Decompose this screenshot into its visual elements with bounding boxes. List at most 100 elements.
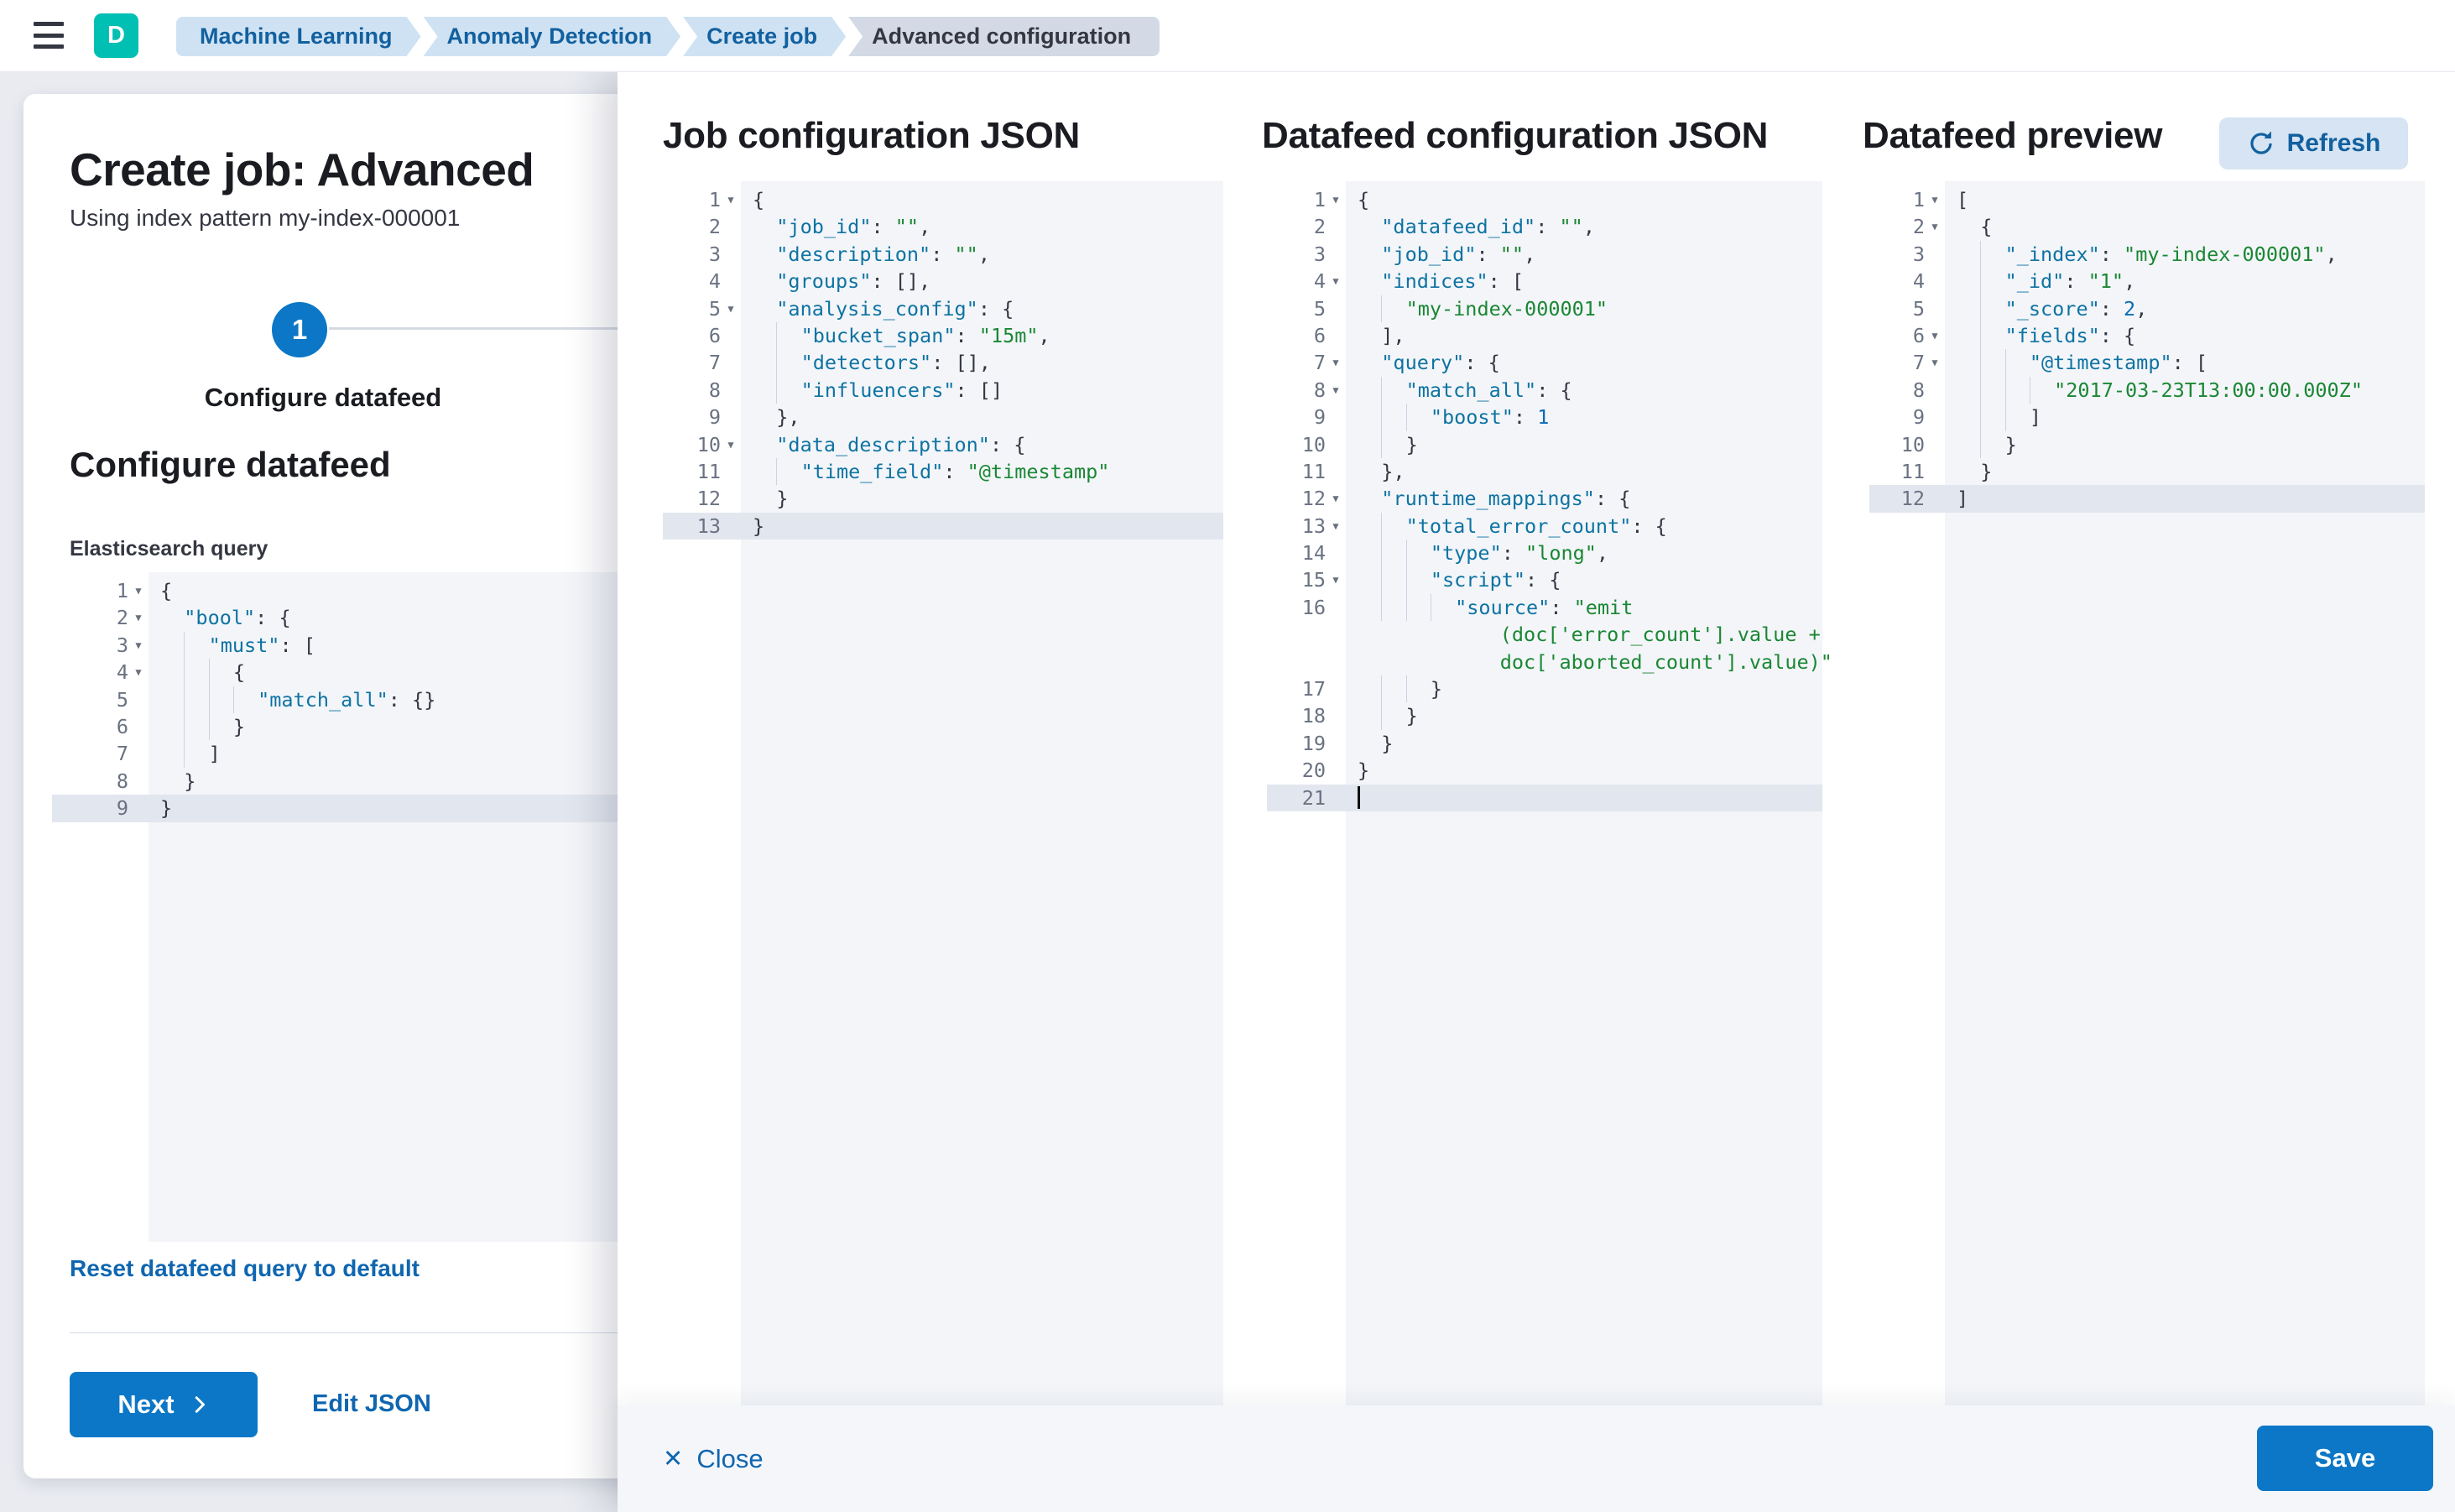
editor-content-background: [1945, 181, 2425, 1405]
fold-arrow-icon[interactable]: ▼: [1332, 519, 1339, 532]
code-line[interactable]: 15▼"script": {: [1267, 566, 1822, 594]
code-line[interactable]: 2▼{: [1869, 213, 2425, 240]
code-line[interactable]: (doc['error_count'].value +: [1499, 623, 1821, 647]
code-line[interactable]: 8"2017-03-23T13:00:00.000Z": [1869, 376, 2425, 404]
code-line[interactable]: 21: [1267, 784, 1822, 811]
code-line[interactable]: 11}: [1869, 458, 2425, 485]
fold-arrow-icon[interactable]: ▼: [135, 639, 142, 651]
fold-arrow-icon[interactable]: ▼: [1332, 357, 1339, 369]
code-line[interactable]: 11"time_field": "@timestamp": [663, 457, 1223, 486]
code-line[interactable]: 9"boost": 1: [1267, 404, 1822, 431]
code-line[interactable]: 8}: [52, 768, 1042, 795]
menu-icon[interactable]: [34, 22, 64, 49]
code-line[interactable]: 7"detectors": [],: [663, 349, 1223, 377]
line-number: 15: [1301, 568, 1326, 592]
fold-arrow-icon[interactable]: ▼: [1332, 574, 1339, 587]
fold-arrow-icon[interactable]: ▼: [135, 585, 142, 597]
avatar[interactable]: D: [94, 13, 138, 58]
line-number: 12: [696, 487, 721, 511]
code-line[interactable]: 1▼{: [52, 577, 1042, 604]
line-number: 7: [708, 351, 721, 375]
fold-arrow-icon[interactable]: ▼: [1332, 383, 1339, 396]
fold-arrow-icon[interactable]: ▼: [1931, 329, 1938, 342]
fold-arrow-icon[interactable]: ▼: [1931, 194, 1938, 206]
job-config-editor[interactable]: 1▼{2"job_id": "",3"description": "",4"gr…: [663, 181, 1223, 1405]
fold-arrow-icon[interactable]: ▼: [727, 302, 734, 315]
close-button[interactable]: ✕ Close: [663, 1405, 764, 1512]
code-line[interactable]: 3"job_id": "",: [1267, 241, 1822, 268]
line-number: 3: [1912, 242, 1925, 266]
code-line[interactable]: 2"datafeed_id": "",: [1267, 213, 1822, 240]
code-line[interactable]: 3"description": "",: [663, 241, 1223, 268]
datafeed-preview-editor[interactable]: 1▼[2▼{3"_index": "my-index-000001",4"_id…: [1869, 181, 2425, 1405]
code-line[interactable]: doc['aborted_count'].value)": [1499, 649, 1832, 674]
code-line[interactable]: 12▼"runtime_mappings": {: [1267, 485, 1822, 512]
code-line[interactable]: 5▼"analysis_config": {: [663, 295, 1223, 322]
code-line[interactable]: 5"my-index-000001": [1267, 295, 1822, 322]
app-header: D Machine Learning Anomaly Detection Cre…: [0, 0, 2455, 72]
code-line[interactable]: 17}: [1267, 675, 1822, 703]
code-line[interactable]: 7]: [52, 740, 1042, 768]
refresh-button[interactable]: Refresh: [2219, 117, 2408, 169]
code-line[interactable]: 16"source": "emit: [1267, 593, 1822, 622]
reset-datafeed-query-link[interactable]: Reset datafeed query to default: [70, 1255, 420, 1281]
fold-arrow-icon[interactable]: ▼: [1332, 194, 1339, 206]
fold-arrow-icon[interactable]: ▼: [1931, 221, 1938, 233]
fold-arrow-icon[interactable]: ▼: [1931, 357, 1938, 369]
next-button[interactable]: Next: [70, 1372, 258, 1437]
code-line[interactable]: 2"job_id": "",: [663, 213, 1223, 240]
breadcrumb-machine-learning[interactable]: Machine Learning: [176, 17, 421, 56]
fold-arrow-icon[interactable]: ▼: [727, 194, 734, 206]
code-line[interactable]: 10}: [1267, 430, 1822, 458]
code-line[interactable]: 12}: [663, 485, 1223, 512]
line-number: 19: [1301, 731, 1326, 755]
code-line[interactable]: 4"groups": [],: [663, 268, 1223, 295]
line-number: 9: [1313, 405, 1326, 430]
code-line[interactable]: 9},: [663, 404, 1223, 430]
code-line[interactable]: 12]: [1869, 485, 2425, 513]
code-line[interactable]: 4▼{: [52, 659, 1042, 686]
code-line[interactable]: 1▼{: [1267, 186, 1822, 213]
code-line[interactable]: 6▼"fields": {: [1869, 321, 2425, 350]
code-line[interactable]: 6}: [52, 712, 1042, 741]
code-line[interactable]: 3"_index": "my-index-000001",: [1869, 240, 2425, 269]
code-line[interactable]: 1▼[: [1869, 186, 2425, 213]
fold-arrow-icon[interactable]: ▼: [727, 438, 734, 451]
code-line[interactable]: 4"_id": "1",: [1869, 268, 2425, 295]
code-line[interactable]: 14"type": "long",: [1267, 540, 1822, 567]
code-line[interactable]: 1▼{: [663, 186, 1223, 213]
code-line[interactable]: 10▼"data_description": {: [663, 431, 1223, 458]
editor-gutter: [1869, 181, 1945, 1405]
line-number: 11: [696, 459, 721, 483]
edit-json-link[interactable]: Edit JSON: [312, 1390, 431, 1417]
code-line[interactable]: 8"influencers": []: [663, 376, 1223, 404]
code-line[interactable]: 19}: [1267, 730, 1822, 757]
code-line[interactable]: 8▼"match_all": {: [1267, 376, 1822, 404]
code-line[interactable]: 13}: [663, 512, 1223, 540]
code-line[interactable]: 13▼"total_error_count": {: [1267, 512, 1822, 540]
save-button[interactable]: Save: [2257, 1426, 2433, 1491]
fold-arrow-icon[interactable]: ▼: [1332, 493, 1339, 505]
code-line[interactable]: 7▼"@timestamp": [: [1869, 349, 2425, 377]
step-1-indicator[interactable]: 1: [272, 302, 327, 357]
line-number: 8: [708, 378, 721, 402]
code-line[interactable]: 6"bucket_span": "15m",: [663, 321, 1223, 350]
code-line[interactable]: 3▼"must": [: [52, 631, 1042, 660]
code-line[interactable]: 6],: [1267, 322, 1822, 349]
code-line[interactable]: 5"match_all": {}: [52, 686, 1042, 713]
breadcrumb-anomaly-detection[interactable]: Anomaly Detection: [424, 17, 681, 56]
code-line[interactable]: 4▼"indices": [: [1267, 268, 1822, 295]
code-line[interactable]: 5"_score": 2,: [1869, 295, 2425, 322]
code-line[interactable]: 9]: [1869, 404, 2425, 431]
code-line[interactable]: 10}: [1869, 430, 2425, 458]
code-line[interactable]: 7▼"query": {: [1267, 349, 1822, 376]
code-line[interactable]: 20}: [1267, 757, 1822, 784]
code-line[interactable]: 18}: [1267, 702, 1822, 730]
fold-arrow-icon[interactable]: ▼: [135, 612, 142, 624]
datafeed-config-editor[interactable]: 1▼{2"datafeed_id": "",3"job_id": "",4▼"i…: [1267, 181, 1832, 1405]
fold-arrow-icon[interactable]: ▼: [135, 666, 142, 679]
breadcrumb-create-job[interactable]: Create job: [683, 17, 846, 56]
code-line[interactable]: 11},: [1267, 458, 1822, 485]
fold-arrow-icon[interactable]: ▼: [1332, 275, 1339, 288]
code-line[interactable]: 2▼"bool": {: [52, 604, 1042, 631]
